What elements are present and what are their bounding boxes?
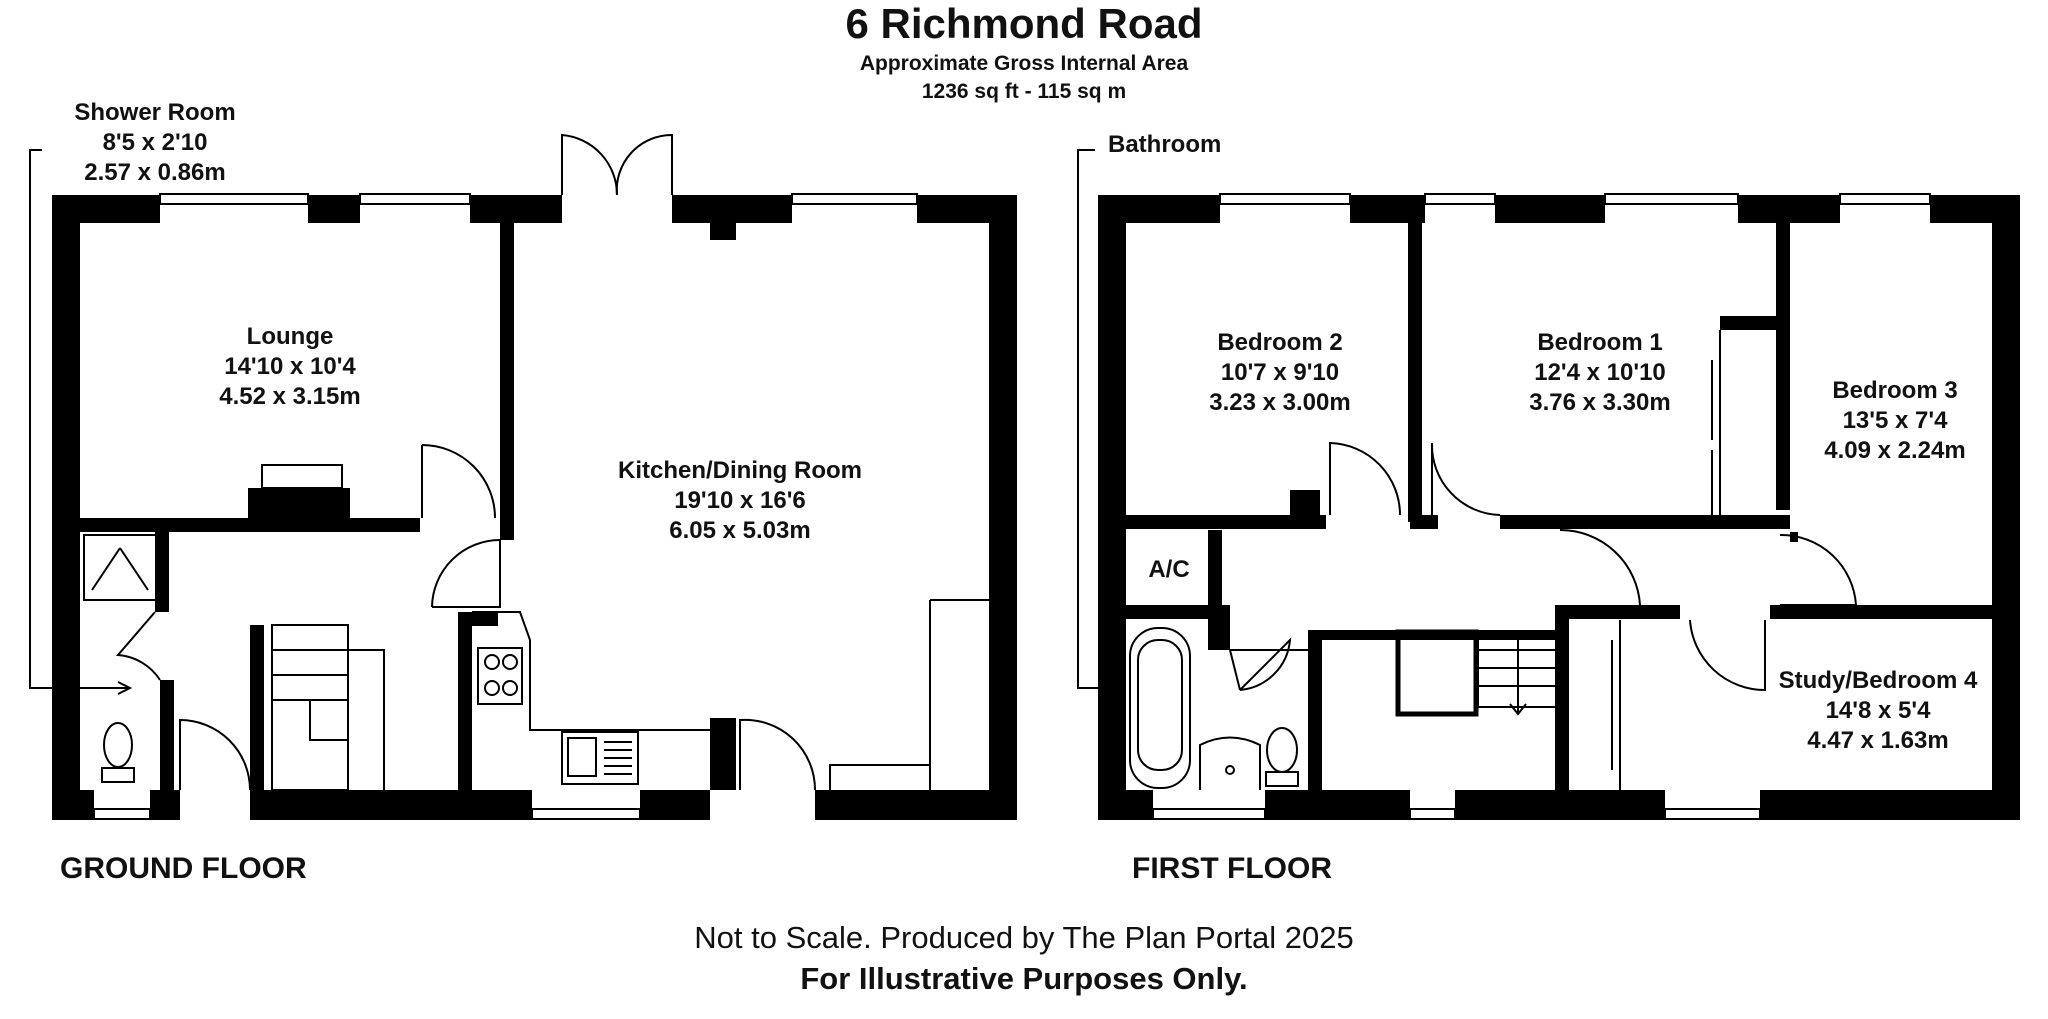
disclaimer: For Illustrative Purposes Only. (800, 961, 1248, 996)
first-floor-plan (1098, 195, 2020, 820)
shower-room-label: Shower Room 8'5 x 2'10 2.57 x 0.86m (40, 98, 270, 188)
ground-floor-windows (93, 193, 918, 820)
bedroom1-name: Bedroom 1 (1537, 329, 1663, 356)
bedroom2-imperial: 10'7 x 9'10 (1220, 359, 1340, 386)
bathroom-label: Bathroom (1108, 131, 1222, 158)
bedroom3-metric: 4.09 x 2.24m (1824, 437, 1966, 464)
bedroom2-name: Bedroom 2 (1217, 329, 1343, 356)
study-name: Study/Bedroom 4 (1778, 667, 1978, 694)
scale-note: Not to Scale. Produced by The Plan Porta… (694, 920, 1354, 955)
ground-floor-details (29, 133, 989, 791)
bedroom3-label: Bedroom 3 13'5 x 7'4 4.09 x 2.24m (1790, 376, 2000, 466)
study-label: Study/Bedroom 4 14'8 x 5'4 4.47 x 1.63m (1762, 666, 1994, 756)
first-floor-windows (1152, 193, 1931, 820)
ac-label: A/C (1148, 556, 1190, 583)
first-floor-label: FIRST FLOOR (1132, 852, 1332, 885)
study-imperial: 14'8 x 5'4 (1825, 697, 1931, 724)
first-floor-details (1077, 149, 1858, 790)
lounge-imperial: 14'10 x 10'4 (224, 353, 356, 380)
bedroom3-name: Bedroom 3 (1832, 377, 1958, 404)
lounge-metric: 4.52 x 3.15m (219, 383, 361, 410)
ground-floor-plan (52, 195, 1017, 820)
kitchen-name: Kitchen/Dining Room (618, 457, 862, 484)
shower-room-name: Shower Room (74, 99, 236, 126)
lounge-name: Lounge (246, 323, 334, 350)
kitchen-metric: 6.05 x 5.03m (669, 517, 811, 544)
bedroom3-imperial: 13'5 x 7'4 (1842, 407, 1948, 434)
area-value: 1236 sq ft - 115 sq m (921, 80, 1127, 103)
kitchen-label: Kitchen/Dining Room 19'10 x 16'6 6.05 x … (580, 456, 900, 546)
bedroom2-label: Bedroom 2 10'7 x 9'10 3.23 x 3.00m (1160, 328, 1400, 418)
bedroom1-imperial: 12'4 x 10'10 (1534, 359, 1666, 386)
study-metric: 4.47 x 1.63m (1807, 727, 1949, 754)
bedroom2-metric: 3.23 x 3.00m (1209, 389, 1351, 416)
ground-floor-label: GROUND FLOOR (60, 852, 307, 885)
bedroom1-metric: 3.76 x 3.30m (1529, 389, 1671, 416)
property-title: 6 Richmond Road (845, 0, 1203, 47)
shower-room-imperial: 8'5 x 2'10 (102, 129, 208, 156)
kitchen-imperial: 19'10 x 16'6 (674, 487, 806, 514)
lounge-label: Lounge 14'10 x 10'4 4.52 x 3.15m (170, 322, 410, 412)
area-subtitle: Approximate Gross Internal Area (859, 52, 1189, 75)
shower-room-metric: 2.57 x 0.86m (84, 159, 226, 186)
bedroom1-label: Bedroom 1 12'4 x 10'10 3.76 x 3.30m (1480, 328, 1720, 418)
